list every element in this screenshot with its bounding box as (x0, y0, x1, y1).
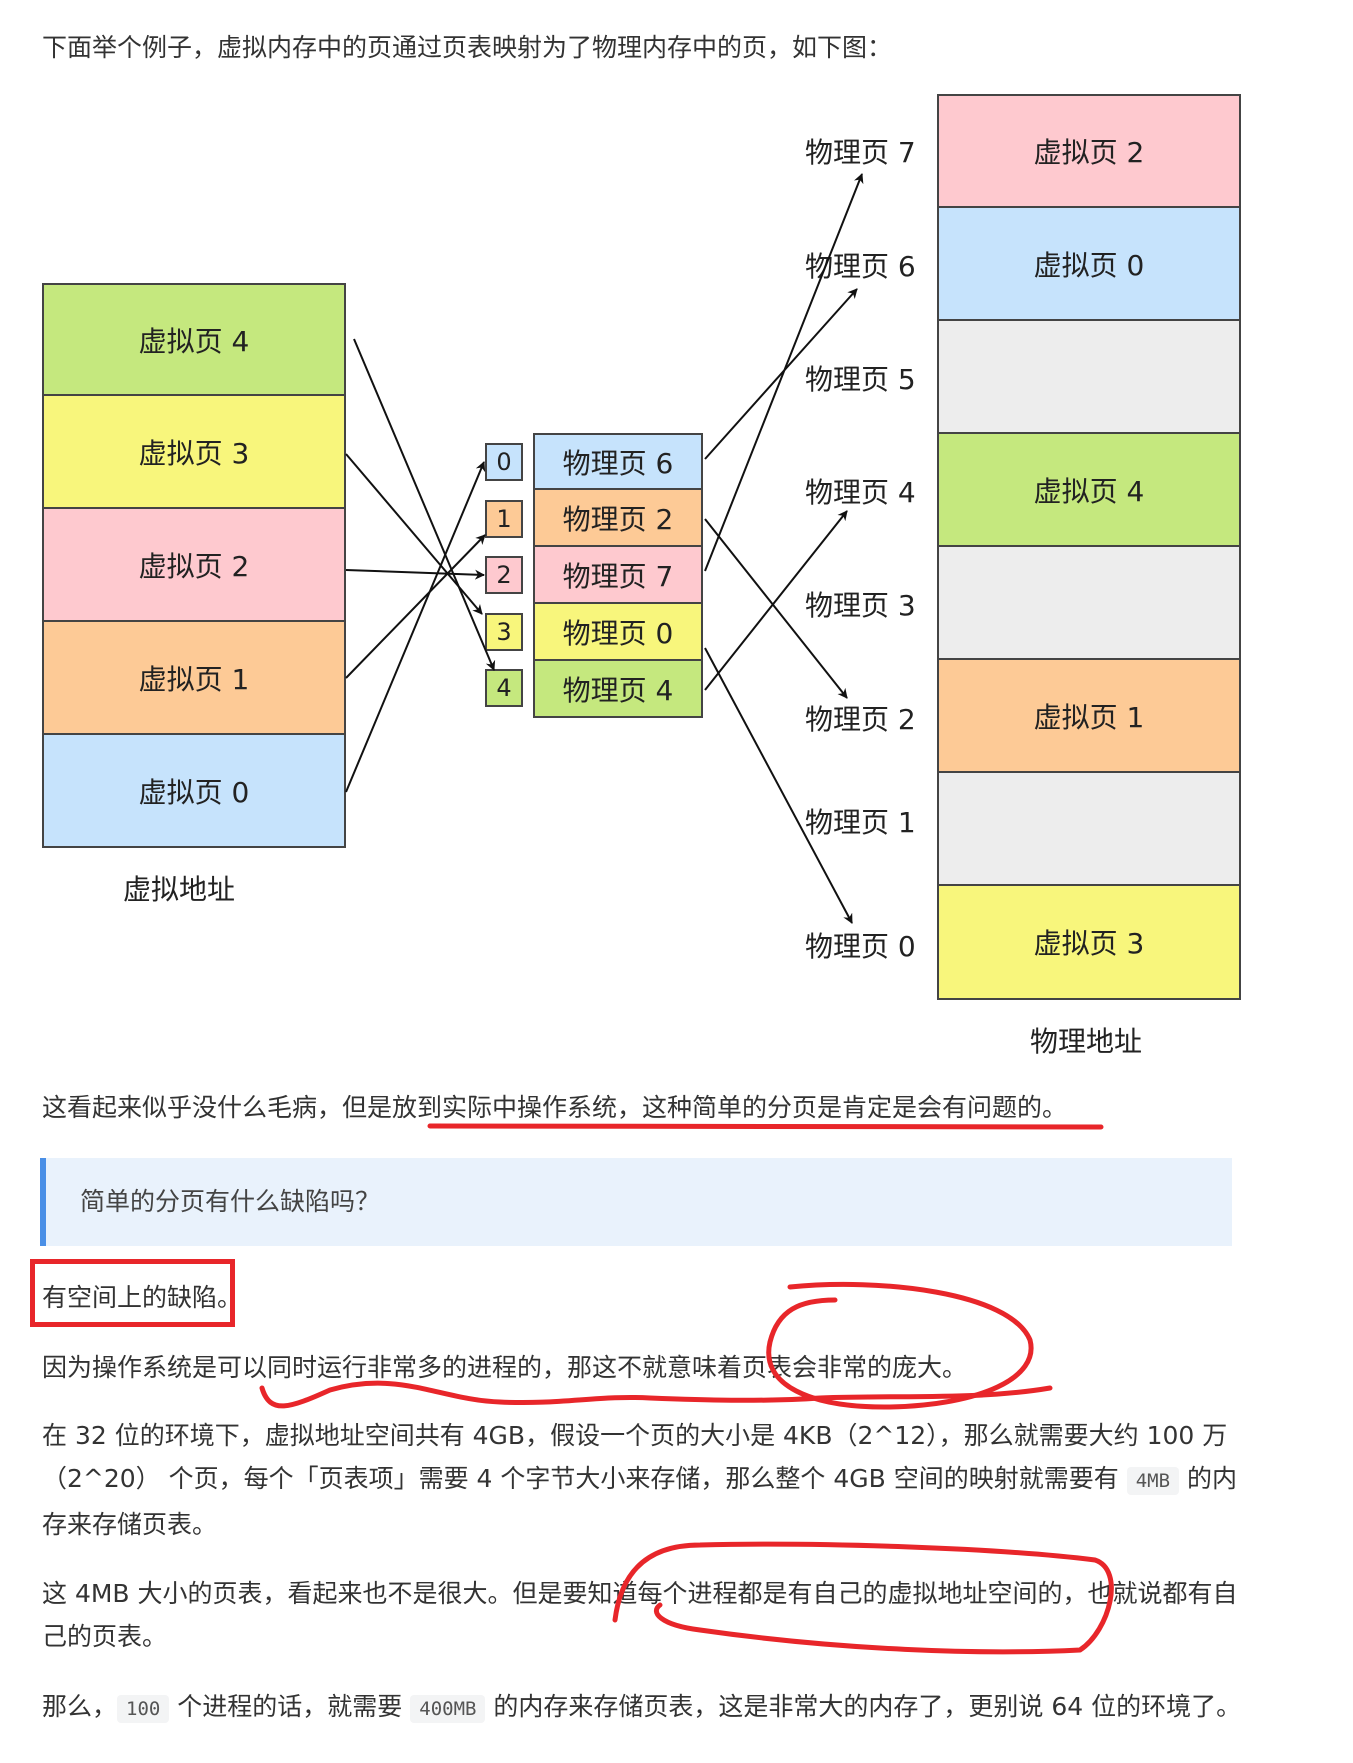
table-index-2: 2 (485, 556, 523, 594)
p6-text-b: 个进程的话，就需要 (169, 1692, 411, 1721)
physical-slot-6: 虚拟页 0 (937, 208, 1241, 321)
physical-slot-3 (937, 547, 1241, 660)
paragraph-100-processes: 那么，100 个进程的话，就需要 400MB 的内存来存储页表，这是非常大的内存… (42, 1685, 1242, 1731)
virtual-page-2: 虚拟页 2 (42, 509, 346, 622)
paragraph-32bit: 在 32 位的环境下，虚拟地址空间共有 4GB，假设一个页的大小是 4KB（2^… (42, 1414, 1242, 1546)
p4-text-b: 的内存来存储页表。 (42, 1464, 1237, 1539)
arrow-entry2-to-phys7 (704, 173, 864, 572)
page-table-diagram: 虚拟页 4 虚拟页 3 虚拟页 2 虚拟页 1 虚拟页 0 虚拟地址 0 1 2… (42, 94, 1241, 1058)
arrow-v1-to-index1 (345, 534, 486, 679)
arrow-entry4-to-phys4 (704, 510, 848, 691)
virtual-page-3: 虚拟页 3 (42, 396, 346, 509)
physical-slot-2: 虚拟页 1 (937, 660, 1241, 773)
red-box-annotation (30, 1259, 235, 1327)
physical-slot-0: 虚拟页 3 (937, 886, 1241, 1000)
physical-page-label-7: 物理页 7 (805, 136, 916, 169)
physical-page-label-1: 物理页 1 (805, 806, 916, 839)
virtual-page-4: 虚拟页 4 (42, 283, 346, 396)
p6-text-a: 那么， (42, 1692, 118, 1721)
physical-slot-5 (937, 321, 1241, 434)
inline-code-400mb: 400MB (410, 1695, 486, 1723)
paragraph-answer: 有空间上的缺陷。 (42, 1283, 243, 1312)
physical-slot-4: 虚拟页 4 (937, 434, 1241, 547)
arrow-v2-to-index2 (345, 569, 485, 580)
physical-page-label-4: 物理页 4 (805, 476, 916, 509)
virtual-address-caption: 虚拟地址 (123, 873, 236, 906)
physical-page-label-6: 物理页 6 (805, 250, 916, 283)
table-index-0: 0 (485, 443, 523, 481)
question-blockquote: 简单的分页有什么缺陷吗？ (40, 1158, 1232, 1246)
arrow-v3-to-index3 (345, 453, 483, 615)
paragraph-per-process: 这 4MB 大小的页表，看起来也不是很大。但是要知道每个进程都是有自己的虚拟地址… (42, 1579, 1238, 1651)
question-text: 简单的分页有什么缺陷吗？ (80, 1187, 381, 1216)
table-index-1: 1 (485, 500, 523, 538)
virtual-page-0: 虚拟页 0 (42, 735, 346, 848)
table-index-4: 4 (485, 669, 523, 707)
paragraph-problem: 这看起来似乎没什么毛病，但是放到实际中操作系统，这种简单的分页是肯定是会有问题的… (42, 1093, 1068, 1122)
paragraph-reason: 因为操作系统是可以同时运行非常多的进程的，那这不就意味着页表会非常的庞大。 (42, 1353, 968, 1382)
table-entry-0: 物理页 6 (533, 433, 703, 490)
physical-page-label-5: 物理页 5 (805, 363, 916, 396)
table-entry-4: 物理页 4 (533, 661, 703, 718)
arrow-entry1-to-phys2 (704, 518, 848, 699)
mapping-arrows (345, 173, 864, 924)
physical-address-caption: 物理地址 (1030, 1025, 1143, 1058)
arrow-v0-to-index0 (345, 461, 486, 793)
arrow-entry0-to-phys6 (704, 288, 858, 460)
physical-page-label-2: 物理页 2 (805, 703, 916, 736)
inline-code-100: 100 (117, 1695, 170, 1723)
physical-slot-7: 虚拟页 2 (937, 94, 1241, 208)
table-index-3: 3 (485, 613, 523, 651)
physical-slot-1 (937, 773, 1241, 886)
virtual-page-1: 虚拟页 1 (42, 622, 346, 735)
p4-text-a: 在 32 位的环境下，虚拟地址空间共有 4GB，假设一个页的大小是 4KB（2^… (42, 1421, 1228, 1493)
table-entry-1: 物理页 2 (533, 490, 703, 547)
intro-text: 下面举个例子，虚拟内存中的页通过页表映射为了物理内存中的页，如下图： (42, 33, 893, 62)
physical-page-label-0: 物理页 0 (805, 930, 916, 963)
physical-page-label-3: 物理页 3 (805, 589, 916, 622)
table-entry-3: 物理页 0 (533, 604, 703, 661)
arrow-v4-to-index4 (353, 338, 496, 671)
p6-text-c: 的内存来存储页表，这是非常大的内存了，更别说 64 位的环境了。 (485, 1692, 1242, 1721)
table-entry-2: 物理页 7 (533, 547, 703, 604)
inline-code-4mb: 4MB (1126, 1467, 1180, 1495)
arrow-entry3-to-phys0 (704, 647, 853, 924)
